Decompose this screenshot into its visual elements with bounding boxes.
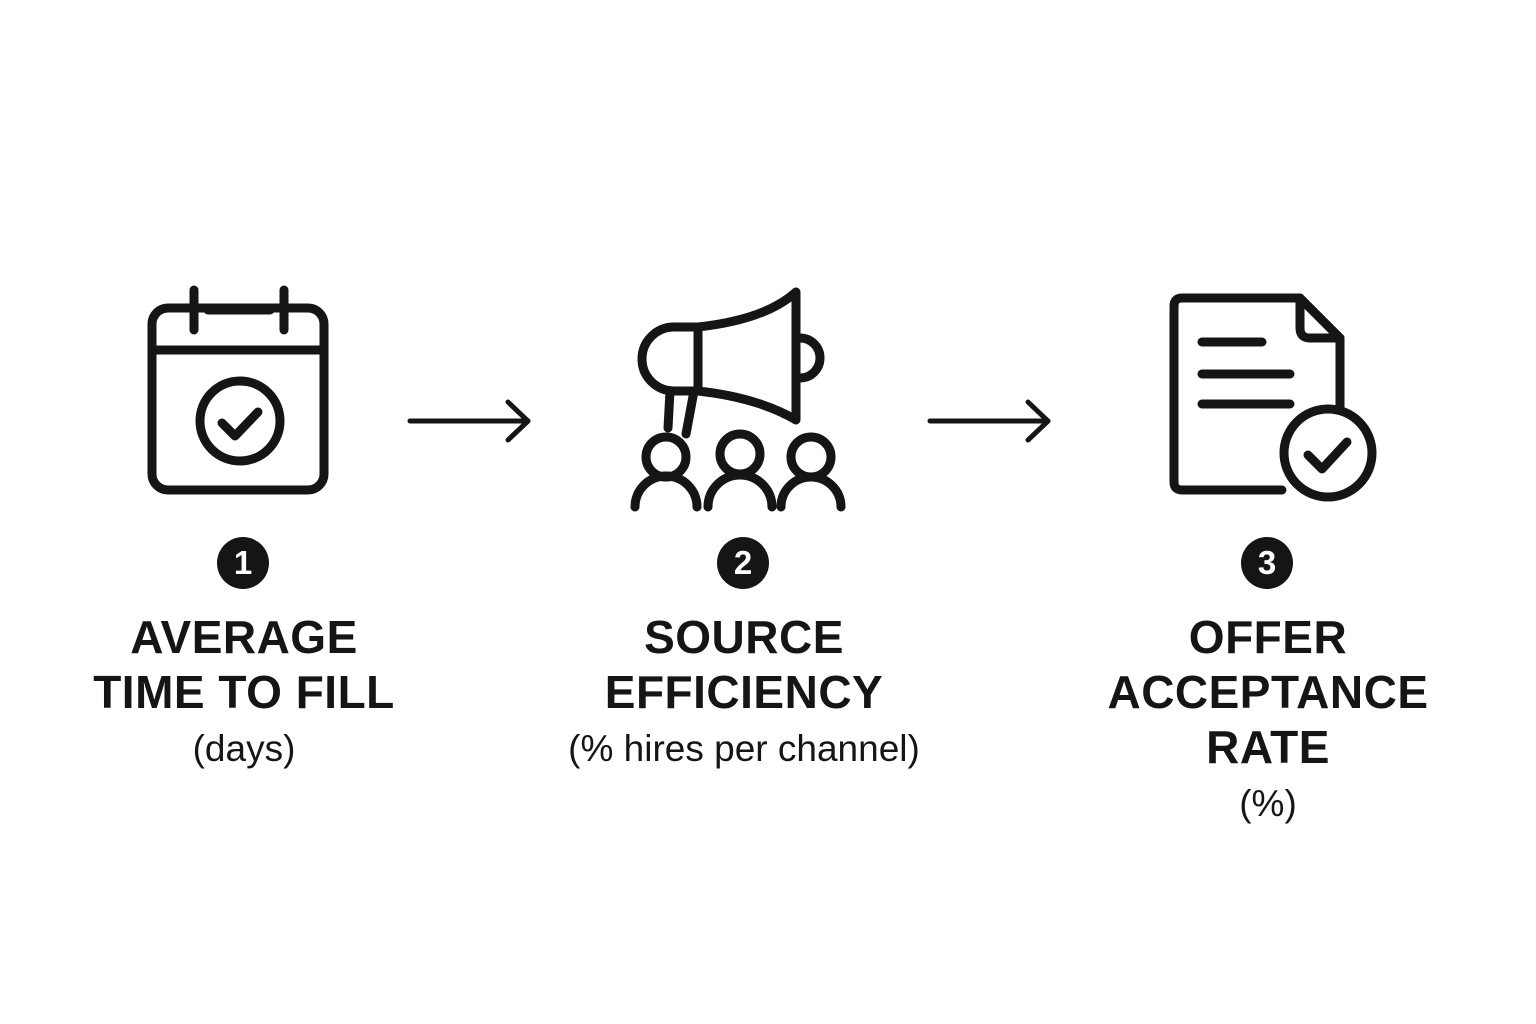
step-number-badge: 3 <box>1241 537 1293 589</box>
step-source-efficiency: 2 SOURCE EFFICIENCY (% hires per channel) <box>534 0 954 1024</box>
step-average-time-to-fill: 1 AVERAGE TIME TO FILL (days) <box>34 0 454 1024</box>
step-unit: (days) <box>192 728 296 769</box>
step-title-text: SOURCE EFFICIENCY <box>604 611 884 718</box>
step-title-text: OFFER ACCEPTANCE RATE <box>1107 611 1429 773</box>
step-unit: (%) <box>1239 783 1297 824</box>
step-title-text: AVERAGE TIME TO FILL <box>93 611 395 718</box>
arrow-right-icon <box>404 396 534 446</box>
step-title: AVERAGE TIME TO FILL (days) <box>34 610 454 777</box>
step-unit: (% hires per channel) <box>568 728 920 769</box>
step-offer-acceptance-rate: 3 OFFER ACCEPTANCE RATE (%) <box>1058 0 1478 1024</box>
document-check-icon <box>1058 270 1478 520</box>
calendar-check-icon <box>34 270 454 520</box>
step-title: SOURCE EFFICIENCY (% hires per channel) <box>534 610 954 777</box>
step-number-badge: 2 <box>717 537 769 589</box>
megaphone-people-icon <box>534 270 954 520</box>
arrow-right-icon <box>924 396 1054 446</box>
step-number-badge: 1 <box>217 537 269 589</box>
step-title: OFFER ACCEPTANCE RATE (%) <box>1058 610 1478 832</box>
